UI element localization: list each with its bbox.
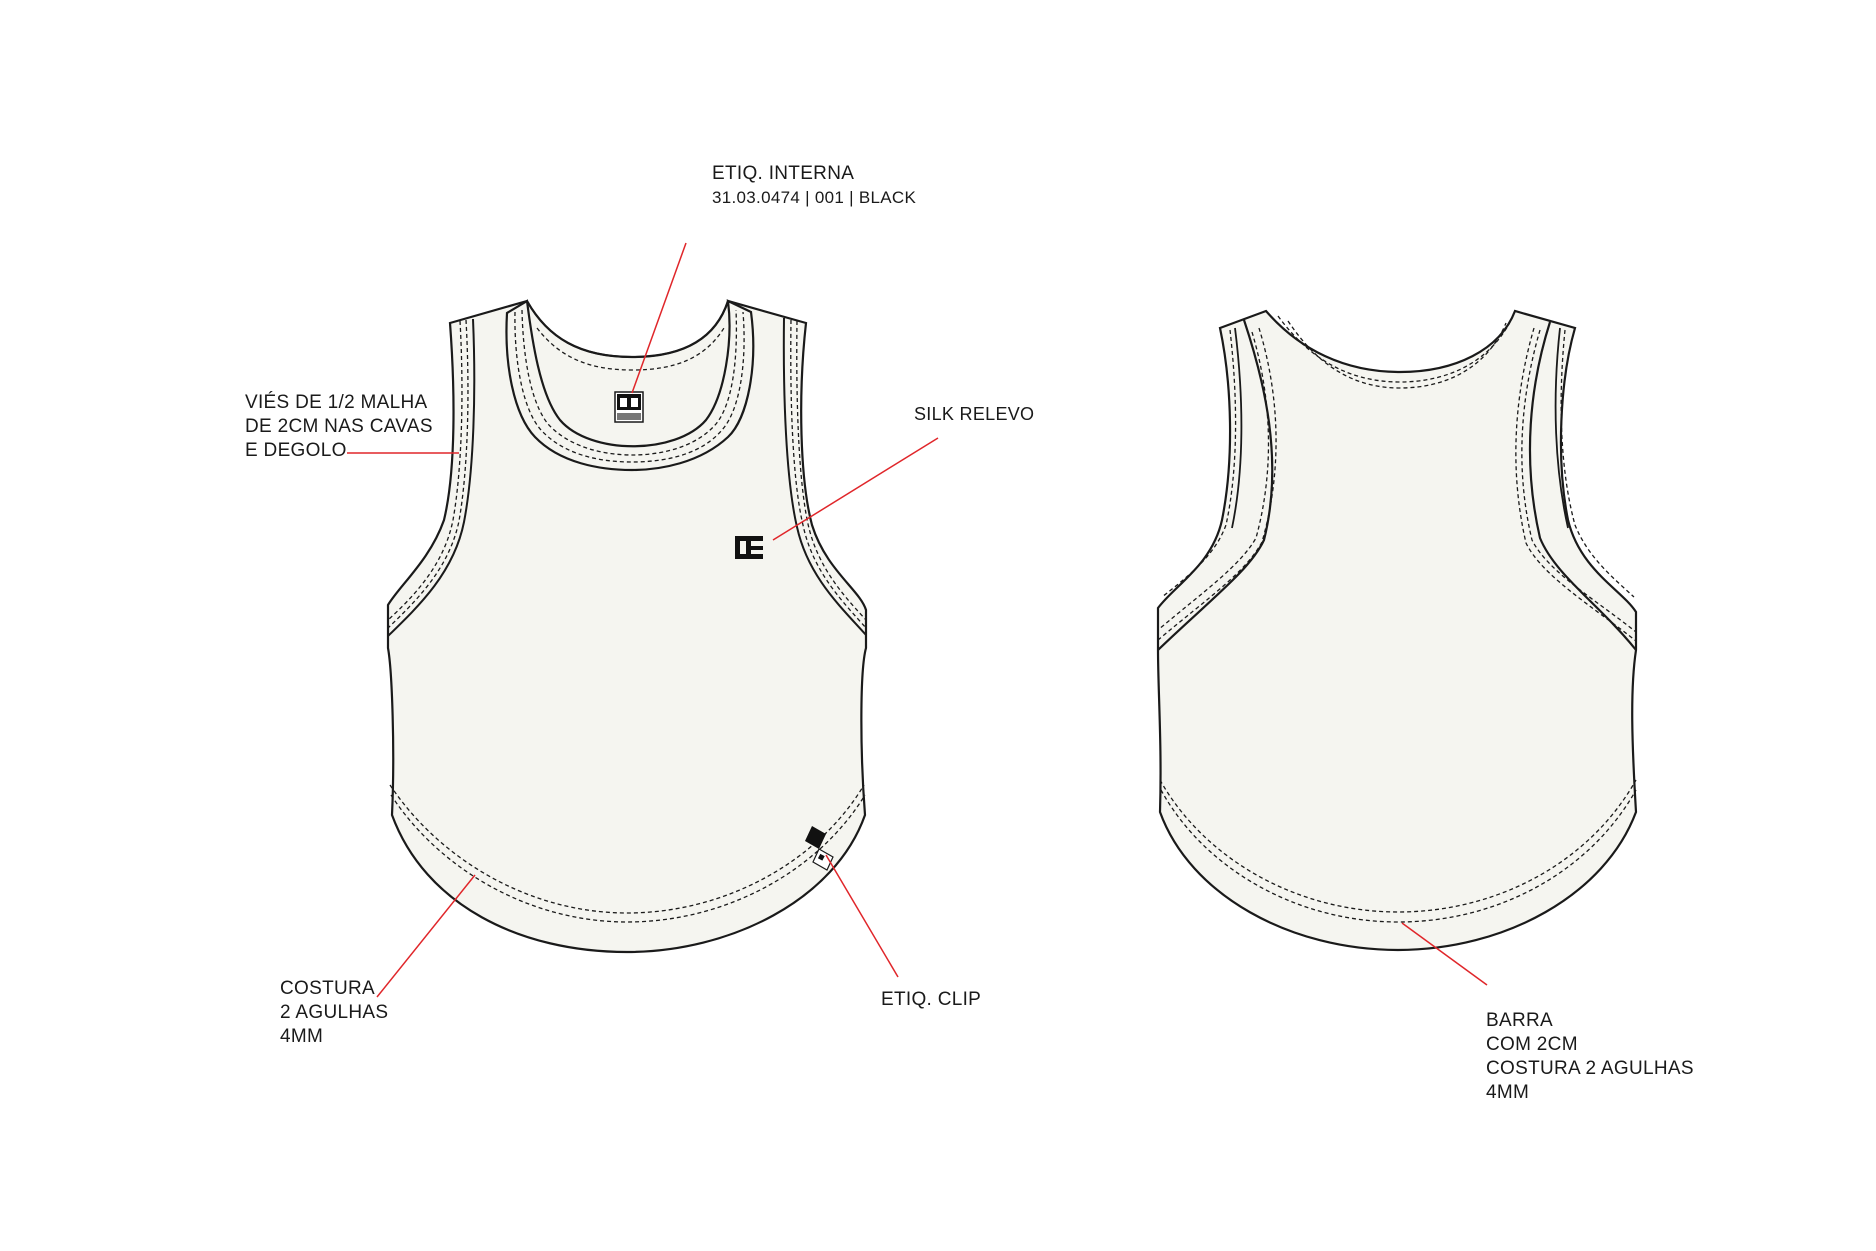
inner-label-icon — [614, 391, 644, 423]
label-barra-line-4: 4MM — [1486, 1082, 1530, 1103]
label-etiq-interna-line-2: 31.03.0474 | 001 | BLACK — [712, 188, 917, 207]
front-hem-stitch-a — [389, 784, 865, 914]
front-left-armhole-stitch-b — [387, 319, 469, 629]
front-neck-back-facing — [526, 300, 729, 359]
leader-etiq-interna — [631, 242, 687, 394]
back-left-racer-stitch-a — [1157, 331, 1270, 631]
label-barra-line-1: BARRA — [1486, 1010, 1553, 1031]
leader-etiq-clip — [825, 854, 899, 978]
label-barra: BARRA COM 2CM COSTURA 2 AGULHAS 4MM — [1486, 1009, 1694, 1105]
label-vies-line-3: E DEGOLO — [245, 440, 347, 461]
front-right-armhole-stitch-b — [790, 319, 867, 629]
back-hem-stitch-a — [1159, 779, 1637, 913]
back-neck-stitch-b — [1287, 320, 1507, 389]
label-costura: COSTURA 2 AGULHAS 4MM — [280, 977, 388, 1049]
front-hem-stitch-b — [390, 794, 866, 923]
leader-barra — [1401, 922, 1488, 986]
back-neck-stitch-a — [1277, 315, 1513, 383]
back-body-outline — [1156, 309, 1638, 952]
label-etiq-clip-line-1: ETIQ. CLIP — [881, 989, 982, 1010]
label-silk-line-1: SILK RELEVO — [914, 404, 1035, 424]
clip-tag-icon — [805, 826, 834, 871]
front-neck-back-stitch — [536, 327, 725, 371]
label-etiq-interna: ETIQ. INTERNA 31.03.0474 | 001 | BLACK — [712, 162, 916, 210]
label-barra-line-2: COM 2CM — [1486, 1034, 1578, 1055]
back-tank-top — [1156, 309, 1638, 952]
leader-costura — [376, 874, 476, 998]
front-neck-stitch-inner — [521, 309, 738, 456]
back-left-armhole-inner — [1161, 329, 1237, 598]
leader-silk — [772, 437, 939, 541]
front-left-armhole-stitch-a — [387, 320, 463, 621]
label-costura-line-3: 4MM — [280, 1026, 324, 1047]
back-right-racer-stitch-b — [1515, 327, 1637, 642]
back-right-armhole-inner — [1560, 329, 1635, 598]
dc-logo-icon — [735, 536, 763, 559]
label-costura-line-2: 2 AGULHAS — [280, 1002, 389, 1023]
label-silk-relevo: SILK RELEVO — [914, 402, 1034, 426]
front-right-armhole-stitch-a — [796, 320, 867, 621]
back-right-racer-binding — [1528, 321, 1637, 651]
front-neck-stitch-outer — [514, 311, 745, 463]
front-right-armhole-binding — [782, 317, 867, 636]
back-hem-stitch-b — [1160, 789, 1637, 923]
back-right-racer-stitch-a — [1521, 329, 1637, 633]
label-vies: VIÉS DE 1/2 MALHA DE 2CM NAS CAVAS E DEG… — [245, 391, 433, 463]
back-left-racer-stitch-b — [1157, 327, 1277, 641]
label-etiq-interna-line-1: ETIQ. INTERNA — [712, 163, 855, 184]
label-etiq-clip: ETIQ. CLIP — [881, 988, 981, 1012]
label-vies-line-1: VIÉS DE 1/2 MALHA — [245, 392, 428, 413]
back-left-racer-binding — [1157, 319, 1274, 651]
front-neck-binding — [505, 299, 755, 472]
back-left-armhole-edge — [1231, 327, 1243, 529]
front-left-armhole-binding — [387, 318, 476, 637]
back-right-armhole-edge — [1554, 327, 1569, 529]
label-costura-line-1: COSTURA — [280, 978, 375, 999]
label-vies-line-2: DE 2CM NAS CAVAS — [245, 416, 433, 437]
label-barra-line-3: COSTURA 2 AGULHAS — [1486, 1058, 1694, 1079]
front-tank-top — [386, 299, 868, 954]
leader-lines — [347, 242, 1488, 998]
